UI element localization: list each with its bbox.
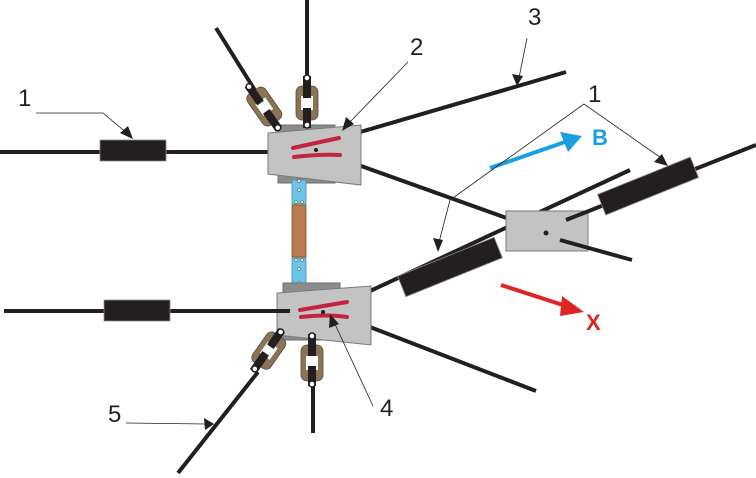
upper-grip-center-dot bbox=[314, 148, 318, 152]
lower-left-sleeve bbox=[103, 299, 171, 322]
leader-5-arrowhead bbox=[204, 418, 214, 430]
wire-5 bbox=[176, 370, 260, 475]
leader-1-right-arrowhead-b bbox=[433, 238, 443, 252]
label-1-left: 1 bbox=[18, 85, 31, 112]
leader-1-left-arrowhead bbox=[120, 126, 133, 139]
cross-connector-dot bbox=[543, 230, 549, 236]
cross-wire-segment bbox=[559, 238, 633, 262]
upper-vertical-link bbox=[295, 74, 319, 129]
leader-5 bbox=[125, 422, 207, 425]
b-field-arrow bbox=[489, 132, 582, 170]
leader-1-right bbox=[437, 103, 665, 247]
right-diagonal-sleeve bbox=[596, 156, 700, 216]
label-1-right: 1 bbox=[588, 81, 601, 108]
upper-diagonal-link bbox=[244, 82, 283, 132]
lower-right-wire bbox=[369, 325, 537, 393]
lower-grip-center-dot bbox=[321, 310, 325, 314]
label-2: 2 bbox=[410, 34, 423, 61]
b-field-label: B bbox=[592, 125, 608, 150]
upper-fiber-bottom bbox=[292, 152, 342, 159]
leader-1-left bbox=[36, 112, 129, 135]
wire-3 bbox=[349, 70, 567, 137]
lower-fiber-bottom bbox=[299, 313, 349, 319]
label-4: 4 bbox=[380, 395, 393, 422]
sample-middle bbox=[291, 204, 307, 258]
label-3: 3 bbox=[528, 4, 541, 31]
leader-2 bbox=[347, 61, 409, 125]
sample-lower-end bbox=[291, 257, 307, 285]
upper-diagonal-wire bbox=[214, 26, 258, 94]
leader-3-arrowhead bbox=[512, 74, 523, 86]
lower-diagonal-link bbox=[249, 328, 287, 374]
x-axis-label: X bbox=[586, 310, 601, 335]
lower-fiber-top bbox=[298, 300, 349, 312]
leader-2-arrowhead bbox=[342, 117, 354, 131]
x-axis-arrow bbox=[500, 283, 584, 316]
leader-4 bbox=[333, 321, 374, 407]
upper-left-sleeve bbox=[99, 139, 167, 162]
sample-upper-end bbox=[291, 179, 307, 205]
leader-4-arrowhead bbox=[329, 314, 339, 328]
lower-diagonal-sleeve bbox=[397, 236, 503, 298]
lower-vertical-link bbox=[300, 332, 324, 388]
label-5: 5 bbox=[108, 401, 121, 428]
upper-fiber-top bbox=[291, 136, 341, 150]
leader-1-right-arrowhead-a bbox=[654, 154, 668, 166]
leader-3 bbox=[518, 37, 528, 79]
